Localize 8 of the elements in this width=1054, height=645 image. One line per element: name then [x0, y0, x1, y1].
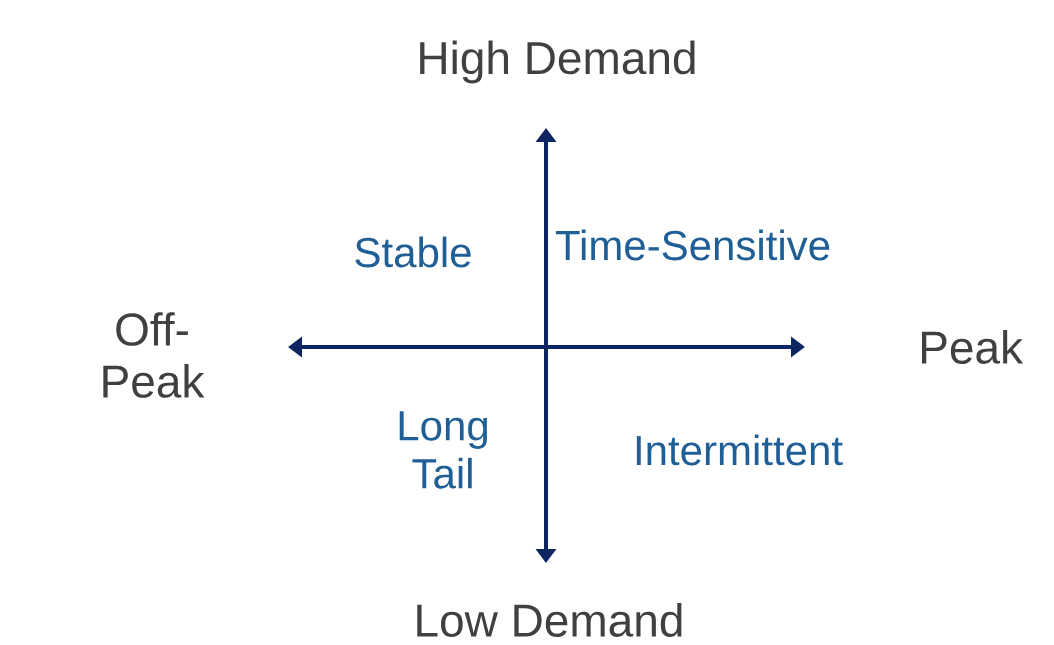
quadrant-label: Time-Sensitive — [555, 229, 830, 261]
axis-label: High Demand — [420, 40, 695, 84]
quadrant-label: Stable — [355, 236, 471, 268]
axis-label: Off-Peak — [103, 312, 205, 398]
quadrant-label: Intermittent — [636, 434, 843, 466]
axis-label: Peak — [922, 330, 1024, 364]
quadrant-label: Long Tail — [399, 411, 487, 489]
axis-label: Low Demand — [417, 603, 682, 637]
